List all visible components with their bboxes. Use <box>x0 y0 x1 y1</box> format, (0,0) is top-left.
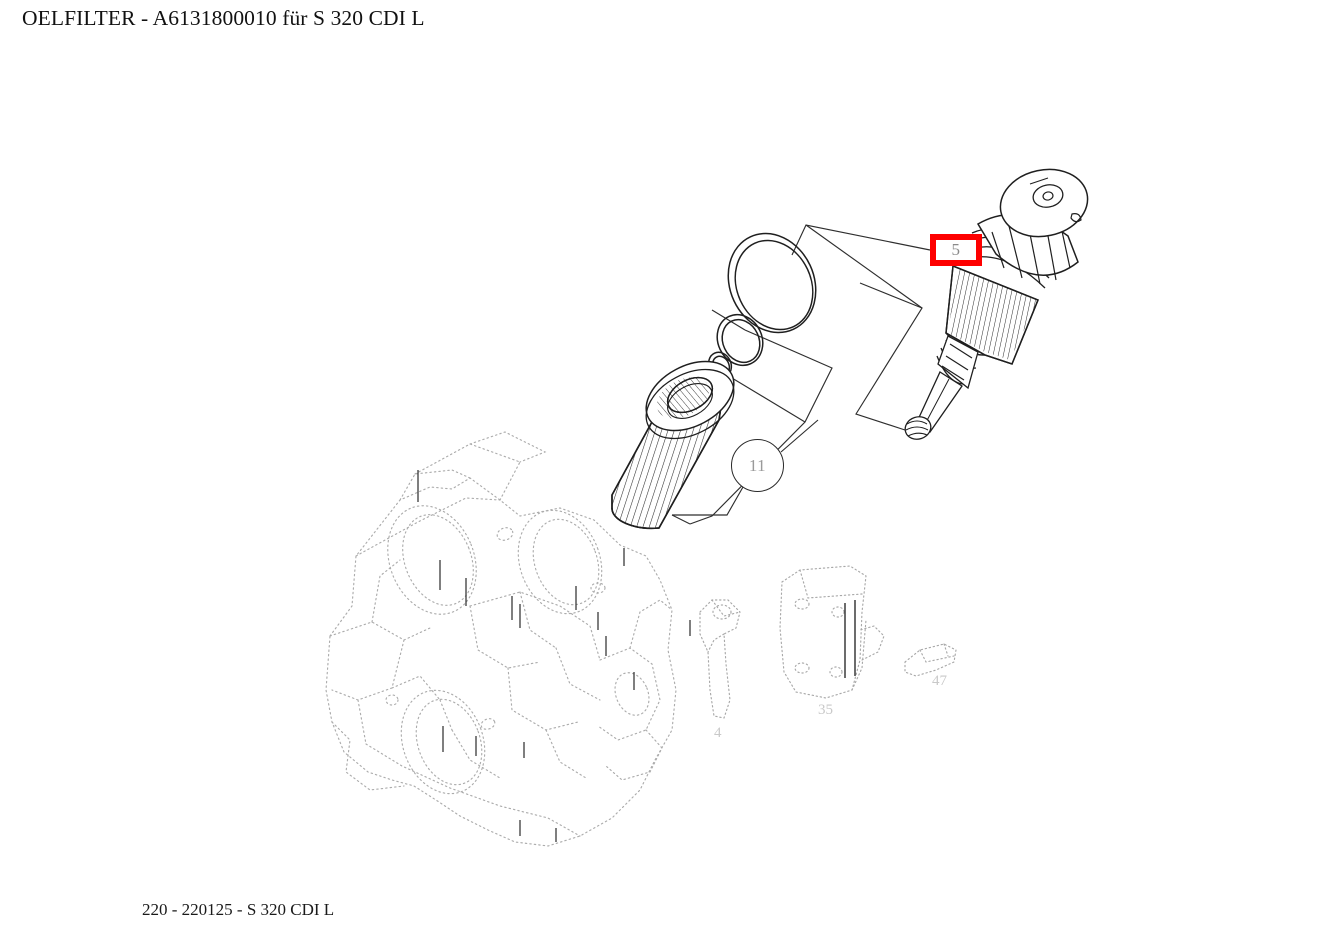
ghost-part-bracket <box>699 599 741 719</box>
part-label-35: 35 <box>818 702 833 718</box>
ghost-part-bolt <box>904 643 957 677</box>
callout-5-highlighted[interactable]: 5 <box>930 234 982 266</box>
o-ring-small <box>707 351 733 379</box>
o-ring-large <box>727 232 817 334</box>
part-label-47: 47 <box>932 673 947 689</box>
page-title: OELFILTER - A6131800010 für S 320 CDI L <box>22 6 425 30</box>
callout-11-number: 11 <box>748 456 767 475</box>
leader-lines <box>671 224 931 525</box>
oil-filter-cap-housing <box>904 168 1089 440</box>
o-ring-medium <box>716 313 764 367</box>
engine-block-ghost <box>325 431 677 847</box>
callout-11-balloon[interactable]: 11 <box>731 439 784 492</box>
footer-caption: 220 - 220125 - S 320 CDI L <box>142 900 335 919</box>
engine-block-rib-ticks <box>417 470 691 842</box>
ghost-part-cover-plate <box>779 565 885 699</box>
callout-5-number: 5 <box>951 239 961 259</box>
cover-plate-edge-ticks <box>844 600 856 678</box>
part-label-4: 4 <box>714 725 722 741</box>
oil-filter-element <box>611 360 735 530</box>
